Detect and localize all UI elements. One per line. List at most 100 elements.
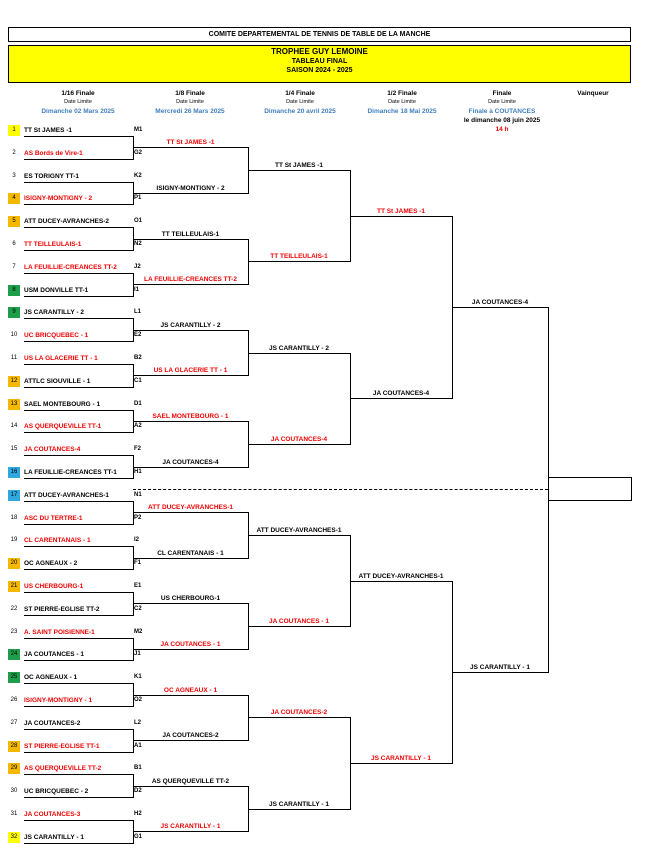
draw-code: M2	[134, 628, 143, 635]
seed-number: 28	[8, 740, 20, 752]
seed-number: 17	[8, 489, 20, 501]
winner-line	[133, 512, 248, 514]
deadline-date: Dimanche 20 avril 2025	[264, 108, 336, 115]
draw-code: A2	[134, 423, 142, 430]
round-label: 1/8 Finale	[175, 90, 205, 97]
final-place: Finale à COUTANCES	[468, 108, 536, 115]
seed-number: 25	[8, 672, 20, 684]
team-name: JS CARANTILLY - 2	[24, 309, 84, 317]
team-name: ISIGNY-MONTIGNY - 2	[24, 195, 93, 203]
seed-number: 14	[10, 423, 18, 430]
seed-number: 12	[8, 375, 20, 387]
winner-name: JA COUTANCES-4	[471, 299, 529, 306]
column-header-1-16: 1/16 Finale Date Limite Dimanche 02 Mars…	[28, 89, 128, 116]
entry-line	[24, 523, 133, 525]
draw-code: C1	[134, 377, 142, 384]
draw-code: C2	[134, 605, 142, 612]
winner-line	[133, 649, 248, 650]
team-name: ES TORIGNY TT-1	[24, 172, 80, 180]
team-name: LA FEUILLIE-CREANCES TT-2	[24, 263, 117, 271]
draw-code: E2	[134, 332, 142, 339]
seed-number: 20	[8, 558, 20, 570]
entry-line	[24, 774, 133, 776]
entry-line	[24, 341, 133, 343]
winner-line	[133, 557, 248, 559]
round-label: 1/16 Finale	[61, 90, 95, 97]
organization-header: COMITE DEPARTEMENTAL DE TENNIS DE TABLE …	[8, 27, 631, 42]
team-name: ATT DUCEY-AVRANCHES-2	[24, 218, 109, 226]
winner-line	[248, 535, 350, 536]
entry-line	[24, 250, 133, 251]
draw-code: G1	[134, 833, 143, 840]
draw-code: J2	[134, 263, 141, 270]
column-header-winner: Vainqueur	[555, 89, 631, 98]
seed-number: 11	[10, 355, 18, 361]
winner-line	[133, 785, 248, 787]
draw-code: D2	[134, 788, 142, 795]
column-header-1-2: 1/2 Finale Date Limite Dimanche 18 Mai 2…	[352, 89, 452, 116]
draw-code: I1	[134, 286, 140, 293]
winner-name: JS CARANTILLY - 2	[160, 321, 221, 329]
seed-number: 29	[8, 763, 20, 775]
team-name: A. SAINT POISIENNE-1	[24, 628, 95, 636]
winner-name: ATT DUCEY-AVRANCHES-1	[148, 504, 233, 512]
winner-name: TT St JAMES -1	[274, 162, 324, 170]
entry-line	[24, 295, 133, 297]
deadline-date: Dimanche 18 Mai 2025	[367, 108, 437, 115]
winner-name: JS CARANTILLY - 1	[371, 755, 431, 762]
draw-code: O2	[134, 697, 143, 703]
seed-number: 32	[8, 831, 20, 843]
team-name: UC BRICQUEBEC - 2	[24, 788, 89, 796]
draw-code: F1	[134, 560, 142, 567]
team-name: AS QUERQUEVILLE TT-2	[24, 765, 102, 773]
winner-line	[350, 398, 452, 400]
seed-number: 21	[8, 581, 20, 592]
winner-name: TT St JAMES -1	[166, 139, 215, 147]
team-name: TT St JAMES -1	[24, 127, 73, 134]
team-name: US LA GLACERIE TT - 1	[24, 355, 98, 362]
winner-name: JA COUTANCES - 1	[160, 641, 221, 648]
seed-number: 16	[8, 467, 20, 478]
draw-code: H2	[134, 811, 142, 817]
winner-line	[452, 307, 548, 308]
draw-code: K1	[134, 674, 142, 681]
entry-line	[24, 592, 133, 593]
winner-name: JA COUTANCES-2	[270, 709, 328, 717]
seed-number: 27	[10, 719, 18, 726]
draw-code: L2	[134, 719, 142, 726]
seed-number: 1	[8, 125, 20, 136]
draw-code: H1	[134, 469, 142, 475]
winner-line	[133, 466, 248, 468]
winner-box	[548, 477, 632, 502]
winner-name: JS CARANTILLY - 1	[470, 663, 530, 671]
seed-number: 7	[12, 263, 16, 270]
draw-code: A1	[134, 742, 142, 749]
team-name: OC AGNEAUX - 2	[24, 560, 78, 568]
deadline-label: Date Limite	[388, 99, 416, 105]
deadline-label: Date Limite	[286, 99, 314, 105]
winner-name: OC AGNEAUX - 1	[163, 686, 218, 694]
deadline-label: Date Limite	[488, 99, 516, 105]
deadline-date: Mercredi 26 Mars 2025	[155, 108, 225, 115]
seed-number: 31	[10, 811, 18, 817]
round-label: 1/2 Finale	[387, 90, 417, 97]
entry-line	[24, 820, 133, 821]
column-header-final: Finale Date Limite Finale à COUTANCES le…	[452, 89, 552, 134]
team-name: US CHERBOURG-1	[24, 583, 84, 590]
seed-number: 24	[8, 649, 20, 661]
winner-name: JS CARANTILLY - 2	[269, 344, 329, 352]
winner-name: US CHERBOURG-1	[160, 595, 221, 603]
entry-line	[24, 364, 133, 365]
draw-code: M1	[134, 127, 143, 133]
winner-line	[133, 375, 248, 377]
team-name: TT TEILLEULAIS-1	[24, 241, 82, 248]
team-name: ISIGNY-MONTIGNY - 1	[24, 697, 93, 704]
winner-name: TT TEILLEULAIS-1	[161, 230, 220, 238]
team-name: ATTLC SIOUVILLE - 1	[24, 377, 91, 385]
round-label: 1/4 Finale	[285, 90, 315, 97]
winner-line	[248, 626, 350, 628]
seed-number: 10	[10, 332, 18, 339]
entry-line	[24, 181, 133, 183]
winner-line	[133, 603, 248, 605]
seed-number: 4	[8, 193, 20, 205]
